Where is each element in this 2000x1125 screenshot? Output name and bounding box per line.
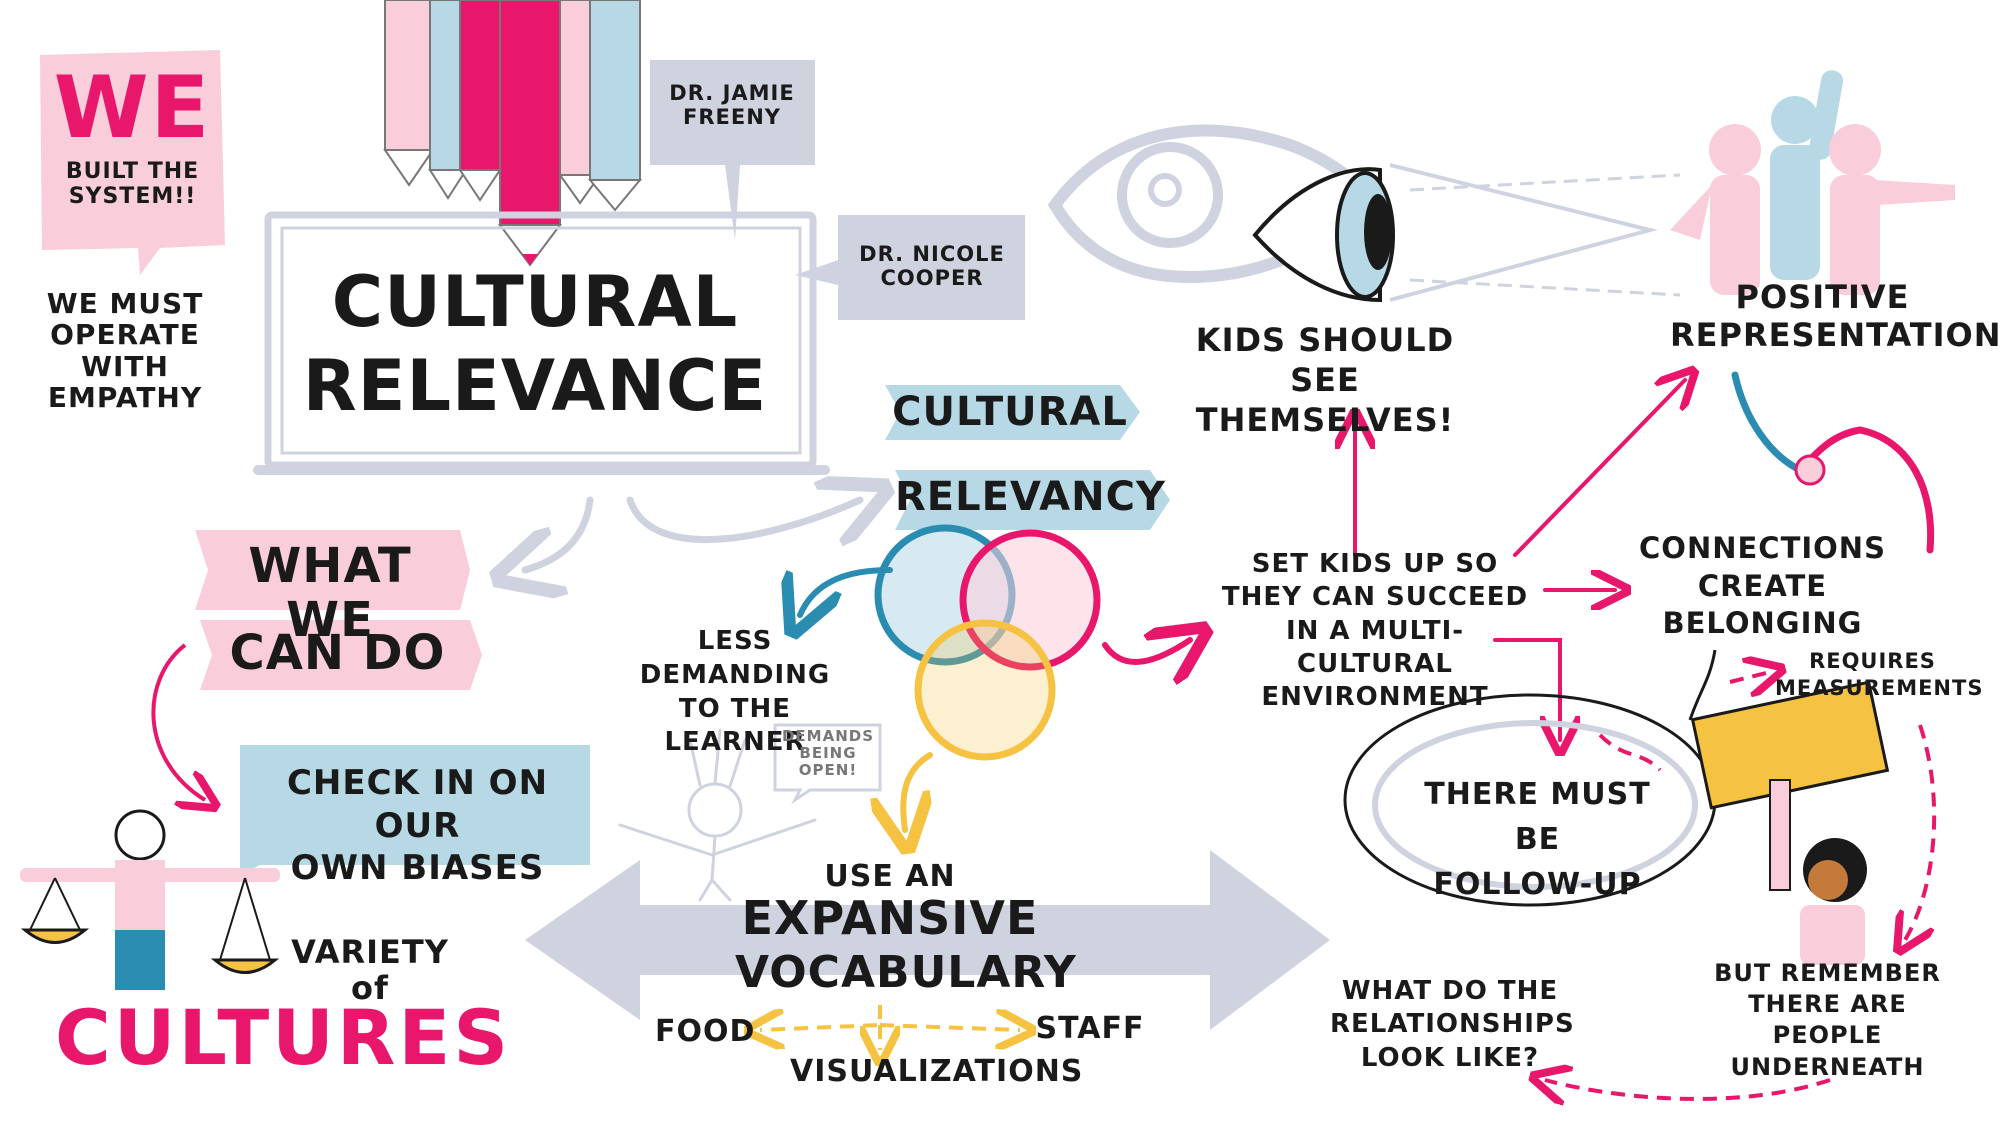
vocabulary-branches	[760, 1005, 1020, 1050]
speaker-jamie: DR. JAMIE FREENY	[669, 81, 795, 129]
check-biases-text: CHECK IN ON OUR OWN BIASES	[286, 763, 549, 888]
can-do-label: CAN DO	[229, 625, 446, 681]
connections-text: CONNECTIONS CREATE BELONGING	[1639, 531, 1886, 641]
cultural-relevancy-banner	[885, 385, 1170, 530]
open-minded-person-sketch	[618, 723, 882, 902]
we-built-text: BUILT THE SYSTEM!!	[65, 159, 200, 209]
what-we-label: WHAT WE	[248, 538, 412, 648]
set-kids-text: SET KIDS UP SO THEY CAN SUCCEED IN A MUL…	[1221, 549, 1529, 713]
banner-cultural: CULTURAL	[892, 389, 1128, 435]
vocabulary-text: VOCABULARY	[735, 947, 1077, 998]
kids-see-text: KIDS SHOULD SEE THEMSELVES!	[1195, 321, 1455, 439]
we-title: WE	[53, 58, 212, 158]
whiteboard	[253, 211, 830, 475]
left-arrows	[151, 643, 205, 800]
vocab-food: FOOD	[655, 1014, 756, 1049]
requires-text: REQUIRES MEASUREMENTS	[1775, 649, 1984, 701]
follow-up-text: THERE MUST BE FOLLOW-UP	[1424, 777, 1651, 902]
pencils-illustration	[383, 0, 643, 267]
right-arrows	[1355, 380, 1685, 740]
balance-scale-person	[20, 809, 280, 990]
banner-relevancy: RELEVANCY	[895, 474, 1166, 520]
we-speech-bubble	[40, 50, 225, 275]
less-demanding-text: LESS DEMANDING TO THE LEARNER	[639, 626, 831, 758]
positive-representations-text: POSITIVE REPRESENTATIONS	[1670, 278, 2000, 355]
demands-open-text: DEMANDS BEING OPEN!	[781, 727, 875, 779]
cultures-text: CULTURES	[55, 993, 512, 1082]
but-remember-text: BUT REMEMBER THERE ARE PEOPLE UNDERNEATH	[1714, 959, 1941, 1081]
empathy-text: WE MUST OPERATE WITH EMPATHY	[46, 287, 204, 415]
speaker-nicole: DR. NICOLE COOPER	[859, 242, 1005, 290]
venn-arrows	[800, 567, 1190, 830]
venn-diagram	[874, 524, 1101, 761]
ruler-person	[1690, 680, 1890, 965]
use-an-text: USE AN	[824, 859, 956, 894]
speaker-bubbles	[650, 60, 1025, 320]
expansive-text: EXPANSIVE	[741, 891, 1039, 945]
vocab-visualizations: VISUALIZATIONS	[790, 1054, 1084, 1089]
vocab-staff: STAFF	[1035, 1011, 1145, 1046]
people-figures	[1670, 70, 1955, 295]
board-title: CULTURAL RELEVANCE	[302, 261, 768, 427]
relationships-text: WHAT DO THE RELATIONSHIPS LOOK LIKE?	[1330, 976, 1575, 1073]
board-arrows	[525, 500, 860, 570]
biases-bubble	[240, 745, 590, 875]
variety-text: VARIETY of	[291, 933, 449, 1007]
vocabulary-double-arrow	[525, 850, 1330, 1030]
eye-illustration	[1047, 124, 1681, 303]
dashed-flows	[1545, 672, 1937, 1099]
what-we-can-do-banner	[195, 530, 482, 690]
handshake-icon	[1731, 371, 1935, 554]
